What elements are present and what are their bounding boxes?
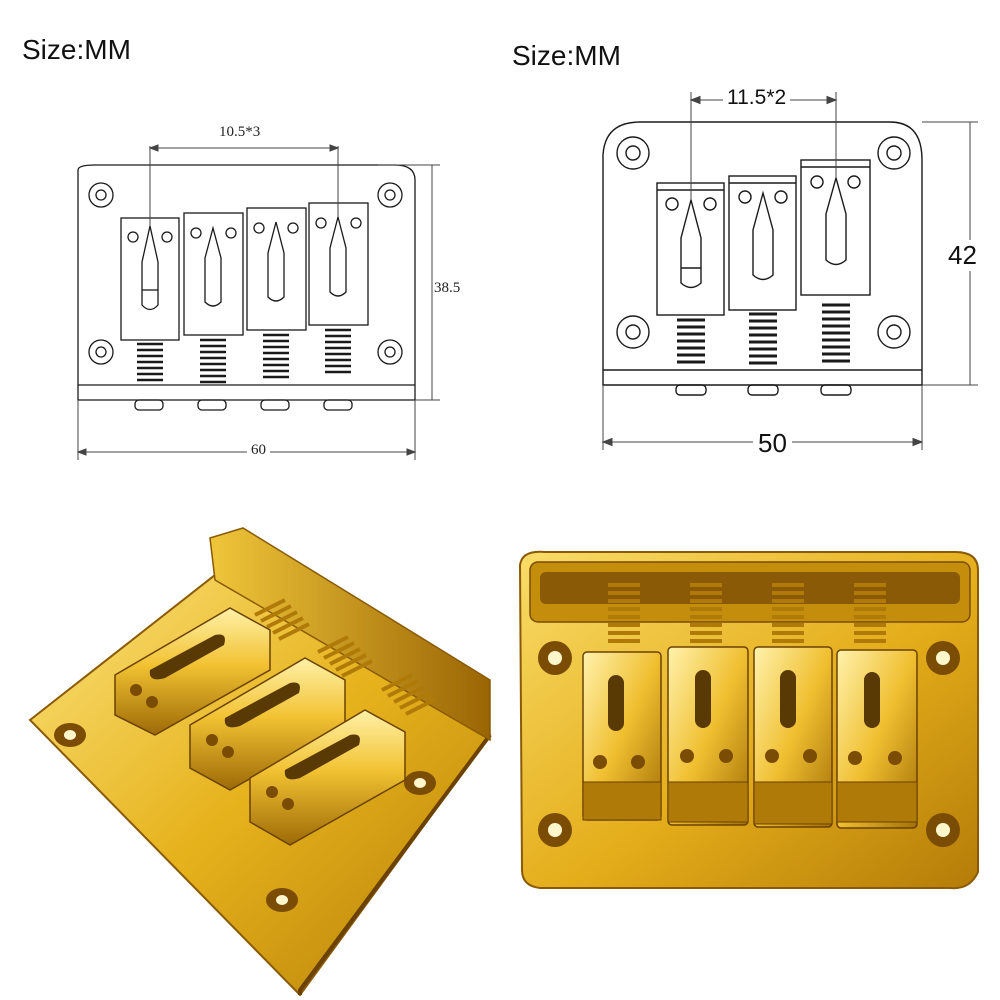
right-mount-holes (616, 136, 911, 349)
size-label-right: Size:MM (512, 40, 621, 71)
left-saddle-2 (183, 212, 244, 336)
right-photo-springs (608, 583, 886, 643)
right-saddle-3 (800, 159, 871, 296)
left-photo-saddle-1 (114, 607, 271, 736)
right-dim-spacing: 11.5*2 (723, 86, 791, 110)
left-dim-height: 38.5 (434, 280, 461, 297)
left-dim-width: 60 (247, 442, 270, 459)
right-photo-saddle-3 (753, 646, 833, 828)
right-photo-holes (538, 641, 960, 847)
left-photo-holes (54, 723, 436, 912)
right-saddle-2 (728, 175, 797, 311)
right-dim-width: 50 (753, 428, 792, 459)
left-photo-saddle-3 (249, 709, 406, 846)
right-dimension-lines (601, 92, 978, 450)
left-springs (137, 328, 351, 384)
right-drawing (601, 92, 978, 450)
left-saddle-1 (120, 217, 180, 341)
right-base-plate (602, 121, 923, 386)
right-photo-bridge (518, 550, 979, 890)
right-photo-saddle-1 (582, 651, 662, 821)
right-dim-height: 42 (948, 240, 977, 271)
right-photo-saddle-4 (836, 649, 918, 829)
right-saddle-1 (656, 182, 725, 316)
left-mount-holes (88, 182, 403, 365)
right-photo-saddle-2 (667, 646, 749, 826)
left-photo-springs (254, 598, 437, 716)
left-saddle-3 (246, 207, 307, 331)
size-label-left: Size:MM (22, 34, 131, 65)
right-springs (677, 303, 850, 365)
left-dim-spacing: 10.5*3 (216, 124, 264, 141)
left-drawing (76, 144, 440, 460)
left-saddle-4 (308, 202, 369, 326)
left-photo-bridge (28, 527, 492, 997)
left-dimension-lines (76, 144, 440, 460)
